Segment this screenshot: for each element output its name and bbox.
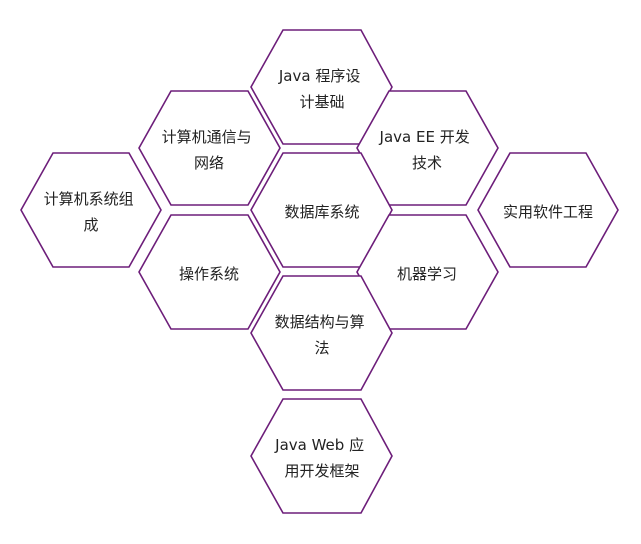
hex-shape [250,29,393,145]
hex-network: 计算机通信与 网络 [138,90,281,206]
hex-shape [138,214,281,330]
hex-label: 计算机系统组 成 [44,190,139,234]
hex-shape [138,90,281,206]
hex-java-basics: Java 程序设 计基础 [250,29,393,145]
hex-os: 操作系统 [138,214,281,330]
hex-java-web: Java Web 应 用开发框架 [250,398,393,514]
hex-label: 实用软件工程 [503,203,593,221]
hex-label: Java EE 开发 技术 [379,128,475,172]
hex-shape [250,398,393,514]
hex-java-ee: Java EE 开发 技术 [356,90,499,206]
hex-computer-arch: 计算机系统组 成 [20,152,162,268]
hex-shape [477,152,619,268]
hex-shape [250,275,393,391]
hex-software-eng: 实用软件工程 [477,152,619,268]
hex-label: 计算机通信与 网络 [162,128,257,172]
hex-machine-learning: 机器学习 [356,214,499,330]
hex-label: 数据结构与算 法 [275,313,370,357]
hex-label: 数据库系统 [284,203,359,221]
hex-label: 操作系统 [179,265,239,283]
hex-label: Java Web 应 用开发框架 [274,436,369,480]
hex-database: 数据库系统 [250,152,393,268]
hex-data-structures: 数据结构与算 法 [250,275,393,391]
hex-label: 机器学习 [397,265,457,283]
hex-label: Java 程序设 计基础 [278,67,365,111]
hex-shape [20,152,162,268]
hex-shape [250,152,393,268]
